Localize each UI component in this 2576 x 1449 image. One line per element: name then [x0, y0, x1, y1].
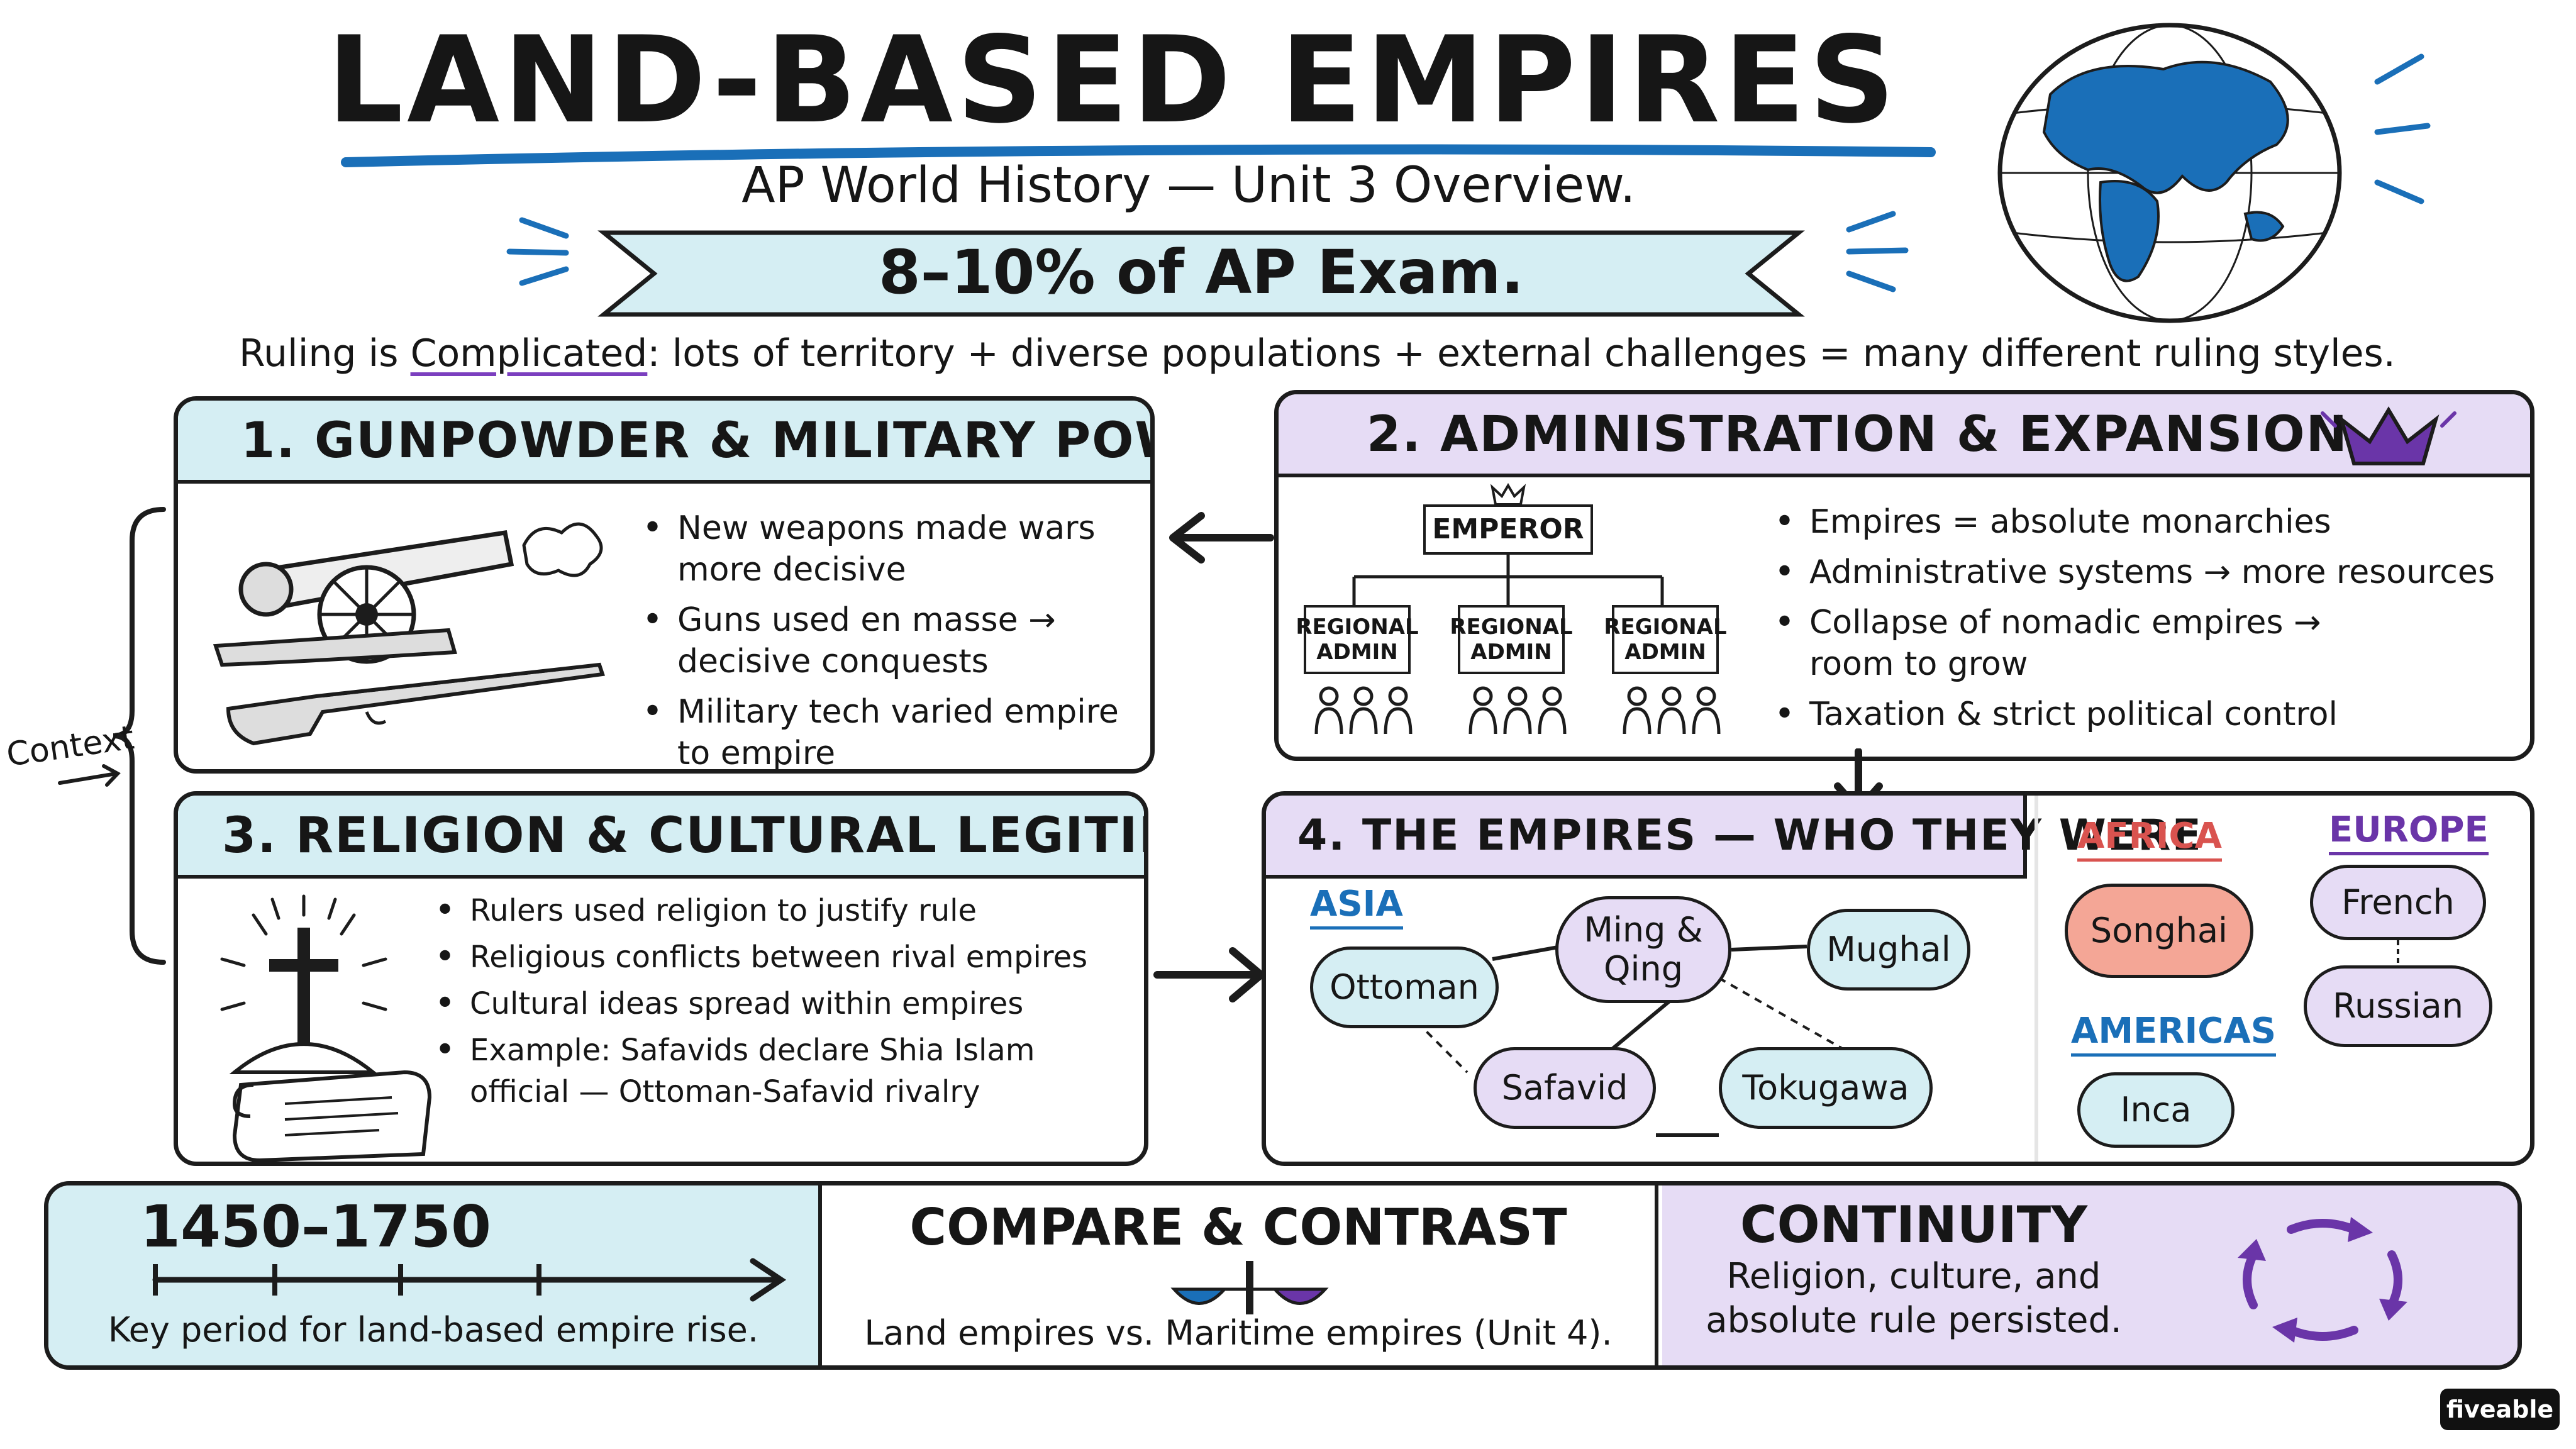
empire-safavid: Safavid — [1474, 1047, 1656, 1129]
ruling-statement: Ruling is Complicated: lots of territory… — [239, 322, 2396, 385]
region-divider — [2035, 796, 2038, 1162]
org-emperor: EMPEROR — [1423, 504, 1593, 555]
list-item: Example: Safavids declare Shia Islam off… — [430, 1030, 1134, 1113]
empire-russian: Russian — [2304, 965, 2492, 1047]
religion-bullets: Rulers used religion to justify rule Rel… — [430, 890, 1134, 1118]
org-regional-admin: REGIONAL ADMIN — [1604, 605, 1727, 674]
continuity-text: Religion, culture, and absolute rule per… — [1706, 1256, 2122, 1341]
footer-period: 1450–1750 Key period for land-based empi… — [48, 1185, 822, 1365]
org-regional-admin: REGIONAL ADMIN — [1296, 605, 1419, 674]
section-administration: 2. ADMINISTRATION & EXPANSION EMPEROR RE… — [1274, 390, 2534, 761]
footer-continuity: CONTINUITY Religion, culture, and absolu… — [1662, 1185, 2518, 1365]
list-item: Taxation & strict political control — [1769, 694, 2524, 735]
list-item: Cultural ideas spread within empires — [430, 983, 1134, 1024]
europe-connector — [2397, 940, 2399, 965]
arrow-left-icon — [1169, 512, 1274, 564]
list-item: Military tech varied empire to empire — [637, 691, 1140, 769]
section-administration-title: 2. ADMINISTRATION & EXPANSION — [1279, 394, 2530, 477]
globe-icon — [1997, 23, 2342, 323]
sparkle-left-icon — [506, 217, 569, 286]
empire-mughal: Mughal — [1807, 909, 1970, 991]
empire-ottoman: Ottoman — [1310, 947, 1499, 1028]
empire-french: French — [2310, 865, 2486, 940]
section-gunpowder: 1. GUNPOWDER & MILITARY POWER New weapon… — [174, 396, 1155, 774]
section-empires-title: 4. THE EMPIRES — WHO THEY WERE — [1266, 796, 2201, 879]
empire-songhai: Songhai — [2065, 884, 2253, 978]
gunpowder-bullets: New weapons made wars more decisive Guns… — [637, 508, 1140, 769]
empire-ming-qing: Ming & Qing — [1555, 896, 1731, 1003]
compare-text: Land empires vs. Maritime empires (Unit … — [864, 1313, 1613, 1353]
globe-sparkle-icon — [2374, 53, 2431, 204]
org-regional-admin: REGIONAL ADMIN — [1450, 605, 1573, 674]
footer-compare: COMPARE & CONTRAST Land empires vs. Mari… — [822, 1185, 1658, 1365]
crown-icon — [2321, 406, 2457, 465]
exam-weight: 8–10% of AP Exam. — [879, 237, 1524, 308]
context-arrow-icon — [58, 764, 121, 787]
ruling-emphasis: Complicated — [410, 331, 648, 375]
empire-inca: Inca — [2077, 1072, 2235, 1148]
list-item: Administrative systems → more resources — [1769, 552, 2524, 593]
empire-tokugawa: Tokugawa — [1719, 1047, 1933, 1129]
brand-logo: fiveable — [2440, 1389, 2560, 1430]
list-item: Rulers used religion to justify rule — [430, 890, 1134, 931]
list-item: Collapse of nomadic empires → room to gr… — [1769, 602, 2335, 685]
list-item: New weapons made wars more decisive — [637, 508, 1140, 591]
section-gunpowder-title: 1. GUNPOWDER & MILITARY POWER — [178, 401, 1150, 484]
section-religion-title: 3. RELIGION & CULTURAL LEGITIMACY — [178, 796, 1144, 879]
sparkle-right-icon — [1846, 211, 1909, 292]
context-brace — [113, 507, 166, 965]
subtitle: AP World History — Unit 3 Overview. — [741, 157, 1636, 214]
people-icon — [1314, 686, 1721, 735]
arrow-right-icon — [1153, 947, 1265, 1002]
period-title: 1450–1750 — [140, 1193, 492, 1260]
footer: 1450–1750 Key period for land-based empi… — [44, 1181, 2522, 1370]
section-religion: 3. RELIGION & CULTURAL LEGITIMACY Rulers… — [174, 791, 1148, 1166]
cannon-icon — [213, 522, 603, 667]
region-europe-label: EUROPE — [2329, 808, 2489, 855]
exam-banner — [597, 230, 1805, 317]
asia-network-lines — [1416, 945, 1852, 1137]
continuity-title: CONTINUITY — [1740, 1196, 2088, 1254]
list-item: Guns used en masse → decisive conquests — [637, 599, 1140, 682]
small-crown-icon — [1490, 483, 1526, 506]
timeline-icon — [152, 1258, 787, 1302]
org-connectors — [1352, 555, 1664, 605]
region-asia-label: ASIA — [1310, 882, 1403, 930]
cycle-arrows-icon — [2238, 1217, 2407, 1343]
section-empires: 4. THE EMPIRES — WHO THEY WERE ASIA Otto… — [1262, 791, 2534, 1166]
administration-bullets: Empires = absolute monarchies Administra… — [1769, 501, 2524, 744]
ruling-lead: Ruling is — [239, 331, 411, 375]
scroll-icon — [232, 1070, 432, 1162]
musket-icon — [226, 662, 605, 746]
title-underline — [341, 144, 1936, 167]
cross-icon — [220, 894, 387, 1074]
list-item: Empires = absolute monarchies — [1769, 501, 2524, 543]
ruling-rest: : lots of territory + diverse population… — [647, 331, 2396, 375]
region-americas-label: AMERICAS — [2071, 1009, 2277, 1057]
compare-title: COMPARE & CONTRAST — [909, 1198, 1567, 1257]
page-title: LAND-BASED EMPIRES — [327, 11, 1899, 150]
period-text: Key period for land-based empire rise. — [108, 1310, 759, 1350]
list-item: Religious conflicts between rival empire… — [430, 936, 1134, 978]
balance-scale-icon — [1170, 1261, 1329, 1314]
region-africa-label: AFRICA — [2077, 814, 2222, 862]
